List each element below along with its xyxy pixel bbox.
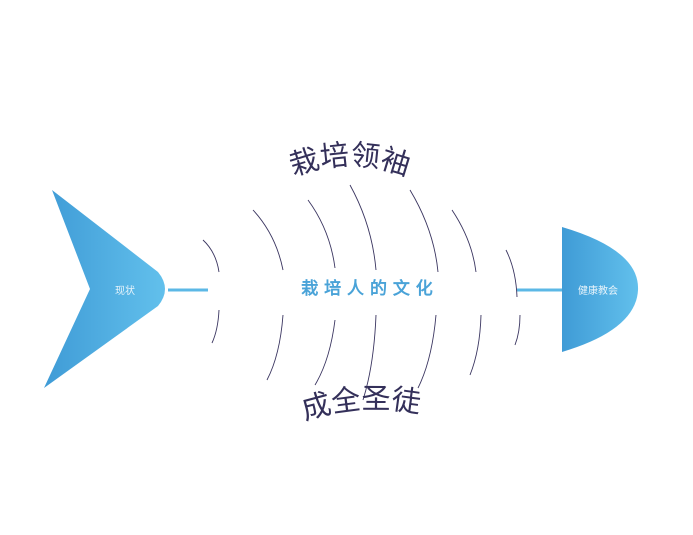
rib <box>505 249 518 298</box>
rib <box>469 314 482 376</box>
rib <box>266 314 284 381</box>
bottom-label: 成全圣徒 <box>298 381 423 426</box>
rib <box>307 199 336 269</box>
rib <box>409 189 439 273</box>
top-label: 栽培领袖 <box>285 137 414 182</box>
rib <box>514 314 521 346</box>
rib <box>211 309 220 344</box>
rib <box>362 314 377 401</box>
rib <box>349 184 377 271</box>
rib <box>417 314 437 389</box>
ribs-bottom <box>211 309 521 401</box>
rib <box>314 319 336 386</box>
rib <box>252 209 284 271</box>
tail-label: 现状 <box>115 284 135 297</box>
rib <box>202 239 220 273</box>
ribs-top <box>202 184 518 298</box>
spine-label: 栽 培 人 的 文 化 <box>301 278 433 299</box>
fish-tail <box>44 190 165 388</box>
head-label: 健康教会 <box>578 284 618 297</box>
fish-head <box>562 227 639 352</box>
rib <box>451 209 477 273</box>
